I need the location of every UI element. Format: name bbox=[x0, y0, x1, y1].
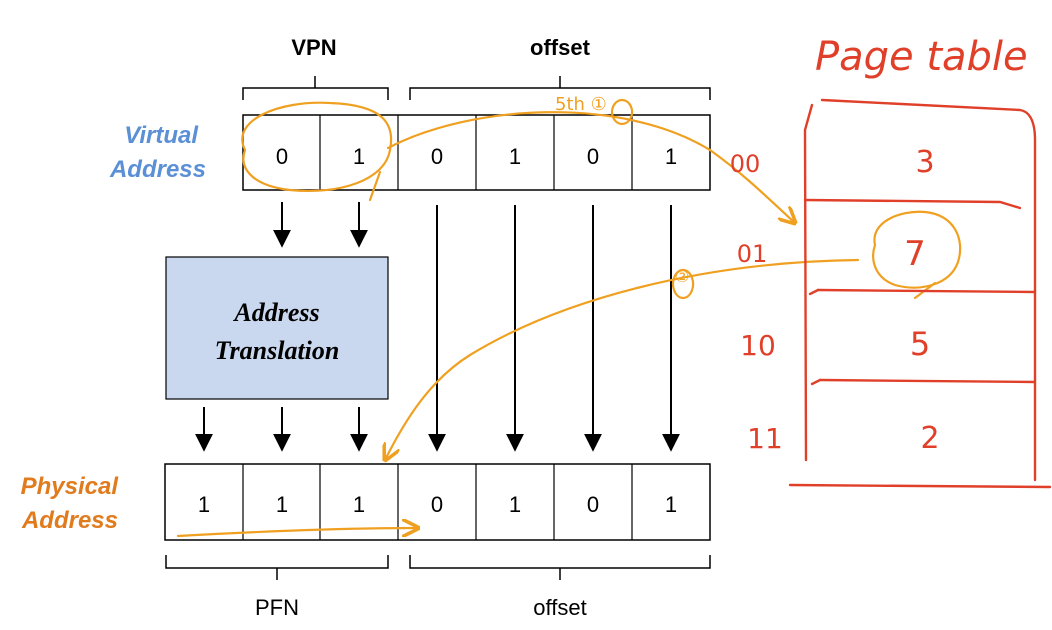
virtual-bit-2: 0 bbox=[431, 144, 443, 169]
pfn-footer: PFN bbox=[255, 595, 299, 620]
vpn-circle bbox=[241, 101, 393, 192]
address-translation-box bbox=[165, 256, 389, 400]
vpn-circle-tail bbox=[368, 170, 382, 202]
pfn-value-circle bbox=[872, 210, 962, 289]
physical-bit-1: 1 bbox=[276, 492, 288, 517]
vpn-header: VPN bbox=[291, 35, 336, 60]
page-table-value-11: 2 bbox=[920, 421, 939, 456]
step1-circle bbox=[610, 98, 634, 126]
page-table-value-01: 7 bbox=[904, 234, 926, 274]
physical-address-label-line2: Address bbox=[21, 507, 118, 534]
virtual-bit-1: 1 bbox=[353, 144, 365, 169]
page-table-index-01: 01 bbox=[737, 240, 768, 268]
lookup-arrow-to-page-table bbox=[386, 111, 795, 223]
pfn-bottom-bracket bbox=[165, 555, 389, 580]
physical-bit-6: 1 bbox=[665, 492, 677, 517]
page-table-index-10: 10 bbox=[740, 329, 776, 362]
page-table-index-11: 11 bbox=[747, 422, 783, 455]
page-table-value-10: 5 bbox=[910, 325, 930, 363]
offset-footer: offset bbox=[533, 595, 586, 620]
page-table-outline bbox=[788, 98, 1052, 489]
physical-bit-2: 1 bbox=[353, 492, 365, 517]
virtual-bit-4: 0 bbox=[587, 144, 599, 169]
virtual-bit-5: 1 bbox=[665, 144, 677, 169]
pfn-to-physical-arrow bbox=[385, 258, 860, 460]
virtual-address-label-line2: Address bbox=[109, 156, 206, 183]
physical-bit-5: 0 bbox=[587, 492, 599, 517]
physical-bit-3: 0 bbox=[431, 492, 443, 517]
orange-annotations bbox=[176, 98, 962, 538]
virtual-address-bits: 0 1 0 1 0 1 bbox=[242, 114, 711, 191]
translation-label-line2: Translation bbox=[215, 336, 340, 365]
translation-label-line1: Address bbox=[232, 298, 319, 327]
offset-bottom-bracket bbox=[409, 555, 711, 580]
virtual-bit-3: 1 bbox=[509, 144, 521, 169]
virtual-bit-0: 0 bbox=[276, 144, 288, 169]
page-table-index-00: 00 bbox=[730, 150, 761, 178]
page-table-value-00: 3 bbox=[915, 145, 934, 180]
physical-bit-0: 1 bbox=[198, 492, 210, 517]
page-table-title: Page table bbox=[815, 34, 1028, 80]
vpn-top-bracket bbox=[242, 76, 389, 100]
virtual-address-label-line1: Virtual bbox=[124, 122, 199, 149]
step2-circle bbox=[671, 268, 695, 300]
step1-annotation: 5th ① bbox=[555, 94, 607, 115]
step2-annotation: ② bbox=[675, 267, 689, 286]
physical-bit-4: 1 bbox=[509, 492, 521, 517]
pfn-underline bbox=[176, 528, 418, 538]
offset-top-bracket bbox=[409, 76, 711, 100]
offset-header: offset bbox=[530, 35, 591, 60]
physical-address-bits: 1 1 1 0 1 0 1 bbox=[164, 463, 711, 541]
physical-address-label-line1: Physical bbox=[21, 473, 120, 500]
